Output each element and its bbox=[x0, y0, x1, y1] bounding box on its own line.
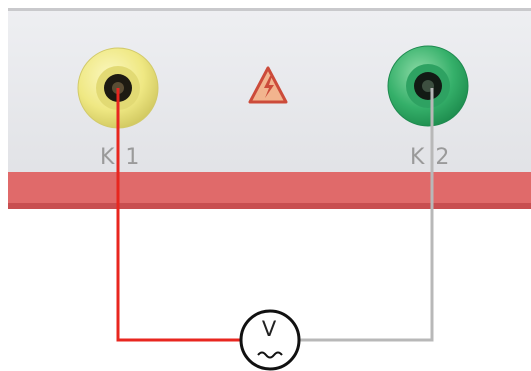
terminal-k1-label: K 1 bbox=[100, 145, 142, 170]
panel-stripe-shadow bbox=[8, 203, 531, 209]
panel-top-edge bbox=[8, 8, 531, 11]
voltmeter-symbol: V bbox=[261, 317, 277, 341]
panel-stripe bbox=[8, 172, 531, 205]
ac-wave-icon bbox=[257, 351, 283, 359]
voltmeter-body bbox=[239, 309, 301, 371]
terminal-k2[interactable] bbox=[387, 45, 469, 127]
high-voltage-warning-icon bbox=[248, 66, 288, 104]
terminal-k2-label: K 2 bbox=[410, 145, 452, 170]
red-lead-wire bbox=[116, 88, 242, 342]
gray-lead-wire bbox=[300, 88, 434, 342]
voltmeter-icon bbox=[239, 309, 301, 371]
